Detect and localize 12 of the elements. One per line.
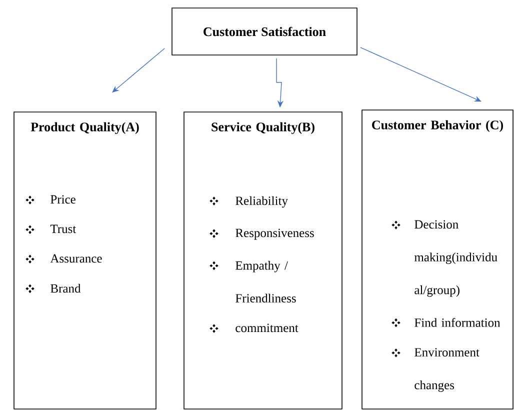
arrow xyxy=(360,47,482,102)
list-item: commitment xyxy=(236,324,298,332)
title-box: Customer Satisfaction xyxy=(172,8,358,56)
list-item: Find information xyxy=(414,318,500,327)
list-item: Price xyxy=(50,195,76,204)
list-item: Assurance xyxy=(50,254,102,263)
list-item: Trust xyxy=(50,224,76,234)
list-item: Responsiveness xyxy=(236,228,314,240)
list-item: Decision making(individu al/group) xyxy=(414,220,498,297)
list-item: Reliability xyxy=(236,196,288,208)
list-item: Brand xyxy=(50,284,81,293)
list-item: Environment changes xyxy=(414,348,480,392)
